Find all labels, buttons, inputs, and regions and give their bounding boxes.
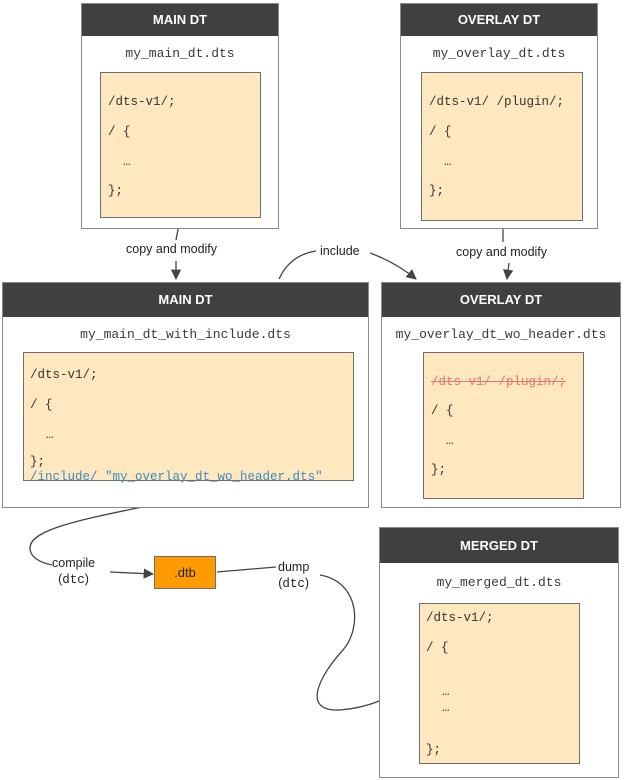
code-line: / {	[30, 398, 53, 412]
code-line: / {	[426, 641, 449, 655]
main-dt-filename: my_main_dt.dts	[125, 46, 235, 61]
include-line: /include/ "my_overlay_dt_wo_header.dts"	[30, 470, 323, 484]
compile-label: compile (dtc)	[52, 555, 95, 588]
dump-arrow	[316, 574, 418, 711]
include-arrow	[369, 252, 417, 280]
merged-dt-box: MERGED DT my_merged_dt.dts /dts-v1/; / {…	[379, 527, 619, 778]
code-line: …	[123, 155, 131, 169]
main-dt-box: MAIN DT my_main_dt.dts /dts-v1/; / { … }…	[81, 3, 279, 229]
include-directive: /include/	[30, 470, 98, 484]
main-dt-header: MAIN DT	[82, 4, 278, 36]
copy-arrow-right	[503, 262, 514, 281]
code-line: };	[429, 184, 445, 198]
overlay-dt-wo-header-box: OVERLAY DT my_overlay_dt_wo_header.dts /…	[381, 282, 621, 508]
copy-modify-right-label: copy and modify	[456, 245, 548, 259]
include-label: include	[320, 244, 360, 258]
overlay-dt-box: OVERLAY DT my_overlay_dt.dts /dts-v1/ /p…	[400, 3, 598, 229]
overlay-dt-wo-header-header: OVERLAY DT	[382, 283, 620, 317]
code-line: / {	[429, 125, 452, 139]
main-dt-include-code: /dts-v1/; / { … }; /include/ "my_overlay…	[23, 352, 354, 484]
code-line: / {	[108, 125, 131, 139]
dump-tool: (dtc)	[278, 576, 310, 591]
merged-dt-code: /dts-v1/; / { … … };	[419, 603, 580, 764]
code-line: };	[30, 455, 46, 469]
code-line: …	[442, 701, 450, 715]
include-target: "my_overlay_dt_wo_header.dts"	[105, 470, 323, 484]
include-curve-left	[278, 250, 317, 280]
code-line: …	[442, 685, 450, 699]
main-dt-code: /dts-v1/; / { … };	[100, 72, 261, 218]
dump-text: dump	[278, 560, 310, 574]
merged-dt-filename: my_merged_dt.dts	[436, 575, 562, 590]
compile-curve	[29, 496, 190, 566]
overlay-dt-code: /dts-v1/ /plugin/; / { … };	[421, 72, 583, 221]
overlay-dt-header: OVERLAY DT	[401, 4, 597, 36]
dump-tool-name: dtc	[282, 577, 305, 591]
overlay-dt-wo-header-filename: my_overlay_dt_wo_header.dts	[395, 327, 607, 342]
code-line: /dts-v1/;	[108, 95, 176, 109]
code-line: …	[444, 155, 452, 169]
dump-label: dump (dtc)	[278, 559, 309, 592]
code-line: };	[426, 743, 442, 757]
code-line: /dts-v1/ /plugin/;	[429, 95, 565, 109]
dtb-blob: .dtb	[154, 556, 216, 589]
compile-text: compile	[52, 556, 96, 570]
main-dt-include-filename: my_main_dt_with_include.dts	[80, 327, 291, 342]
removed-header-line: /dts-v1/ /plugin/;	[431, 375, 567, 389]
main-dt-include-box: MAIN DT my_main_dt_with_include.dts /dts…	[2, 282, 369, 508]
code-line: };	[108, 184, 124, 198]
copy-modify-left-label: copy and modify	[126, 242, 218, 256]
merged-dt-header: MERGED DT	[380, 528, 618, 563]
code-line: };	[431, 463, 447, 477]
code-line: /dts-v1/;	[30, 368, 98, 382]
compile-tool-name: dtc	[62, 573, 85, 587]
main-dt-include-header: MAIN DT	[3, 283, 368, 317]
code-line: / {	[431, 404, 454, 418]
code-line: …	[46, 428, 54, 442]
compile-tool: (dtc)	[58, 572, 89, 587]
overlay-dt-wo-header-code: /dts-v1/ /plugin/; / { … };	[423, 352, 584, 499]
compile-arrow	[109, 568, 155, 579]
overlay-dt-filename: my_overlay_dt.dts	[432, 46, 566, 61]
dump-line	[216, 566, 277, 573]
code-line: /dts-v1/;	[426, 611, 494, 625]
code-line: …	[446, 434, 454, 448]
